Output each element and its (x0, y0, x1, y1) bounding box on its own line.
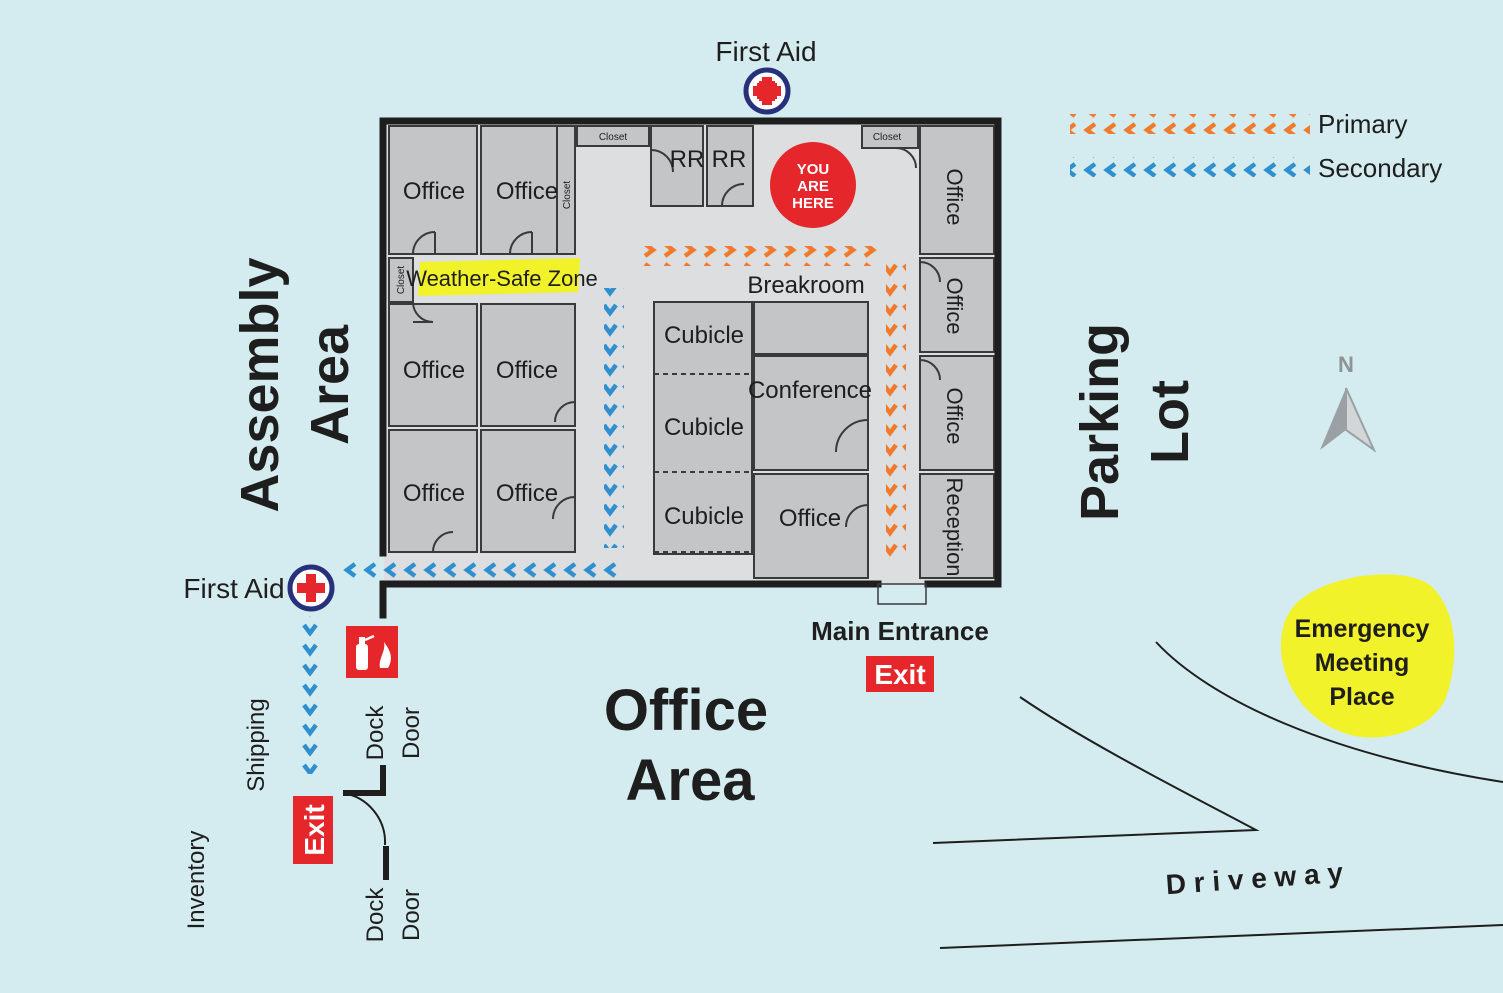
closet-label: Closet (396, 266, 407, 295)
room-label-office-vertical: Office (942, 168, 967, 225)
office-room-right-1 (919, 125, 995, 255)
room-label-cubicle: Cubicle (664, 503, 744, 530)
driveway-label: D r i v e w a y (1165, 857, 1345, 900)
driveway-lines (932, 641, 1503, 949)
cubicle-dividers (654, 373, 752, 553)
office-room-2 (480, 125, 558, 255)
closet-label: Closet (873, 132, 902, 143)
first-aid-icon (743, 67, 791, 115)
closet-room-left (388, 257, 414, 303)
room-label-conference: Conference (748, 377, 872, 404)
main-entrance-doors (877, 583, 927, 605)
north-arrow-icon (1320, 387, 1377, 453)
you-are-here-line-2: ARE (797, 178, 829, 195)
shipping-label: Shipping (243, 698, 270, 791)
room-label-reception-vertical: Reception (942, 477, 967, 576)
restroom-2 (706, 125, 754, 207)
dock-door-label-bottom-1: Dock (362, 887, 389, 943)
primary-route-horizontal (640, 246, 880, 266)
assembly-area-line-1: Assembly (230, 257, 290, 512)
exterior-walls (379, 117, 1002, 619)
office-room-5 (388, 429, 478, 553)
secondary-route-horizontal (340, 558, 620, 578)
room-label-cubicle: Cubicle (664, 322, 744, 349)
closet-room-top (576, 125, 650, 147)
exit-sign-main-label: Exit (874, 659, 925, 690)
assembly-area-line-2: Area (300, 324, 360, 445)
reception-room (919, 473, 995, 579)
legend-secondary-label: Secondary (1318, 153, 1442, 183)
room-label-office: Office (496, 178, 558, 205)
emergency-meeting-line-1: Emergency (1295, 615, 1430, 643)
first-aid-icon (287, 564, 335, 612)
door-swings (412, 147, 941, 553)
closet-label: Closet (562, 181, 573, 210)
emergency-meeting-place-highlight (1280, 574, 1455, 738)
office-room-6 (480, 429, 576, 553)
dock-door-swing (342, 792, 387, 846)
breakroom-room (753, 301, 869, 355)
area-labels: Assembly Area Parking Lot Office Area (230, 257, 1200, 813)
secondary-route-shipping (298, 616, 318, 774)
room-label-office: Office (496, 357, 558, 384)
emergency-meeting-line-3: Place (1329, 683, 1394, 711)
primary-route-vertical (886, 262, 906, 562)
dock-door-label-bottom-2: Door (398, 889, 425, 941)
north-label: N (1338, 352, 1354, 377)
exit-sign-shipping (293, 796, 333, 864)
closet-label: Closet (599, 132, 628, 143)
you-are-here-line-3: HERE (792, 195, 834, 212)
dock-door-label-top-2: Door (398, 707, 425, 759)
inventory-label: Inventory (183, 831, 210, 930)
office-room-right-3 (919, 355, 995, 471)
closet-room-vertical (556, 125, 576, 255)
dock-door-label-top-1: Dock (362, 705, 389, 761)
office-area-line-1: Office (604, 678, 768, 743)
secondary-route-vertical (604, 288, 624, 548)
you-are-here-marker (770, 142, 856, 228)
room-label-office: Office (403, 357, 465, 384)
room-label-office-vertical: Office (942, 387, 967, 444)
office-room-3 (388, 303, 478, 427)
room-label-restroom: RR (670, 146, 705, 173)
rooms (388, 125, 995, 579)
room-label-weather-safe-zone: Weather-Safe Zone (406, 266, 598, 291)
room-label-office: Office (779, 505, 841, 532)
room-label-breakroom: Breakroom (747, 272, 864, 299)
first-aid-top-label: First Aid (715, 36, 816, 67)
legend-primary-label: Primary (1318, 109, 1408, 139)
parking-lot-line-2: Lot (1140, 380, 1200, 464)
room-label-office: Office (403, 178, 465, 205)
legend-primary-arrows (1070, 114, 1310, 134)
room-label-office-vertical: Office (942, 277, 967, 334)
fire-extinguisher-icon (346, 626, 398, 678)
closet-labels: Closet Closet Closet Closet (396, 132, 901, 294)
dock-walls (343, 765, 389, 880)
room-label-cubicle: Cubicle (664, 414, 744, 441)
office-room-4 (480, 303, 576, 427)
room-labels: Office Office Office Office Office Offic… (403, 146, 967, 577)
restroom-1 (650, 125, 704, 207)
closet-room-right (861, 125, 919, 149)
office-room-right-2 (919, 257, 995, 353)
office-area-line-2: Area (626, 748, 756, 813)
exit-sign-shipping-label: Exit (299, 804, 330, 855)
exit-sign-main (866, 656, 934, 692)
emergency-meeting-line-2: Meeting (1315, 649, 1409, 677)
main-entrance-label: Main Entrance (811, 616, 989, 646)
legend-secondary-arrows (1070, 157, 1310, 177)
conference-room (753, 355, 869, 471)
cubicle-block (653, 301, 753, 555)
office-room-7 (753, 473, 869, 579)
first-aid-left-label: First Aid (183, 573, 284, 604)
room-label-restroom: RR (712, 146, 747, 173)
room-label-office: Office (403, 480, 465, 507)
emergency-meeting-place-label: Emergency Meeting Place (1295, 615, 1430, 711)
weather-safe-zone-highlight (418, 258, 580, 296)
you-are-here-line-1: YOU (797, 161, 830, 178)
parking-lot-line-1: Parking (1070, 323, 1130, 521)
room-label-office: Office (496, 480, 558, 507)
